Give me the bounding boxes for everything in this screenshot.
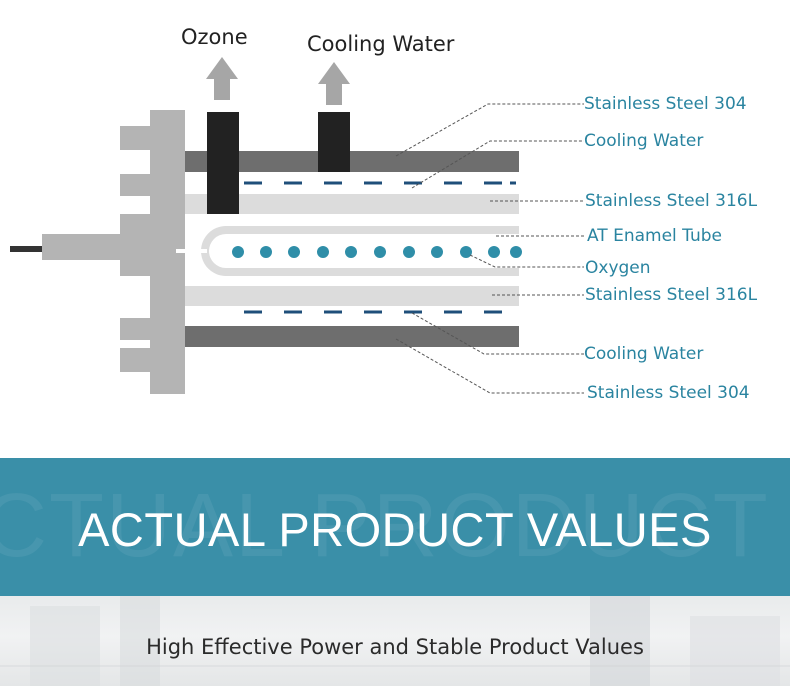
subtitle-text: High Effective Power and Stable Product … (0, 634, 790, 660)
cooling-water-outlet-label: Cooling Water (307, 32, 454, 56)
callout-stainless-steel-304-bottom: Stainless Steel 304 (587, 383, 750, 403)
banner-title: ACTUAL PRODUCT VALUES (0, 502, 790, 558)
electrode-connector (42, 234, 122, 260)
ozone-label: Ozone (181, 25, 248, 49)
callout-at-enamel-tube: AT Enamel Tube (587, 226, 722, 246)
callout-stainless-steel-316l-top: Stainless Steel 316L (585, 191, 757, 211)
electrode-lead-wire (10, 246, 44, 252)
inner-tube-316l-bottom (185, 286, 519, 306)
callout-stainless-steel-304-top: Stainless Steel 304 (584, 94, 747, 114)
ozone-generator-diagram: Ozone Cooling Water Stainless Steel 304 … (0, 0, 790, 458)
end-flange (120, 110, 185, 394)
subtitle-strip: High Effective Power and Stable Product … (0, 596, 790, 686)
oxygen-dots (232, 246, 522, 258)
ozone-outlet-pipe (207, 112, 239, 214)
cooling-water-outlet-pipe (318, 112, 350, 172)
callout-oxygen: Oxygen (585, 258, 651, 278)
outer-tube-304-bottom (185, 326, 519, 347)
ozone-arrow-up-icon (206, 57, 238, 100)
cooling-water-arrow-up-icon (318, 62, 350, 105)
callout-cooling-water-top: Cooling Water (584, 131, 703, 151)
section-banner: CTUAL PRODUCT VA ACTUAL PRODUCT VALUES (0, 458, 790, 596)
callout-cooling-water-bottom: Cooling Water (584, 344, 703, 364)
callout-stainless-steel-316l-bottom: Stainless Steel 316L (585, 285, 757, 305)
